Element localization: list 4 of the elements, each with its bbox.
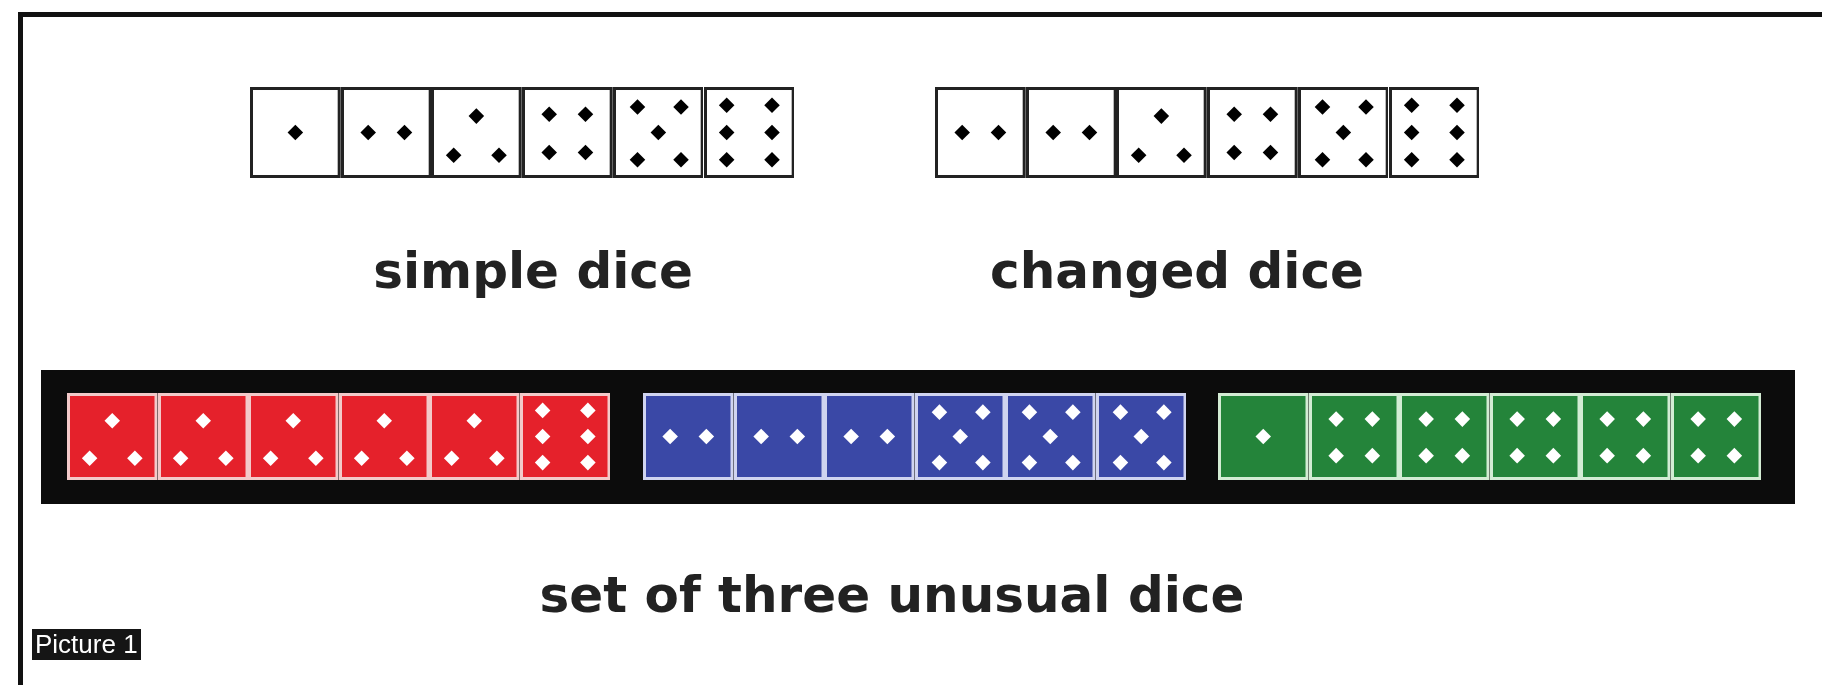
dice-caption: set of three unusual dice xyxy=(539,570,1245,620)
dice-caption: changed dice xyxy=(990,246,1364,296)
picture-tag: Picture 1 xyxy=(32,629,141,660)
dice-caption: simple dice xyxy=(373,246,693,296)
